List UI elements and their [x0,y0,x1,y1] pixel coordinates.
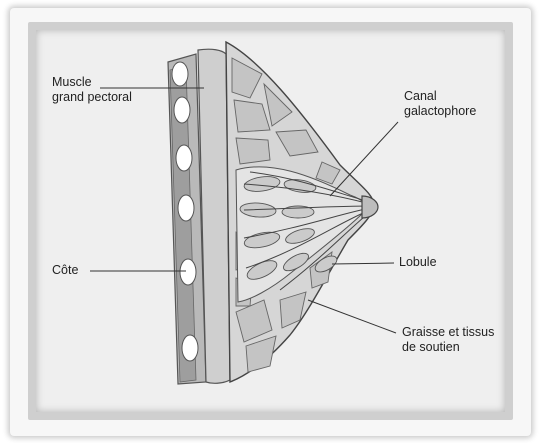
label-canal-line-2: galactophore [404,104,476,119]
label-muscle-grand-pectoral: Muscle grand pectoral [52,75,132,105]
label-lobule: Lobule [399,255,437,270]
leader-line-lobule [332,263,394,264]
label-canal-galactophore: Canal galactophore [404,89,476,119]
label-muscle-line-2: grand pectoral [52,90,132,105]
leader-line-graisse [308,300,396,333]
label-graisse-line-2: de soutien [402,340,494,355]
label-muscle-line-1: Muscle [52,75,132,90]
label-graisse-et-tissus: Graisse et tissus de soutien [402,325,494,355]
label-canal-line-1: Canal [404,89,476,104]
label-lobule-text: Lobule [399,255,437,270]
rib [178,195,194,221]
rib [174,97,190,123]
label-graisse-line-1: Graisse et tissus [402,325,494,340]
rib [176,145,192,171]
nipple [362,196,378,218]
label-cote: Côte [52,263,78,278]
rib [182,335,198,361]
rib [172,62,188,86]
leader-line-canal [330,122,398,196]
rib [180,259,196,285]
label-cote-text: Côte [52,263,78,278]
